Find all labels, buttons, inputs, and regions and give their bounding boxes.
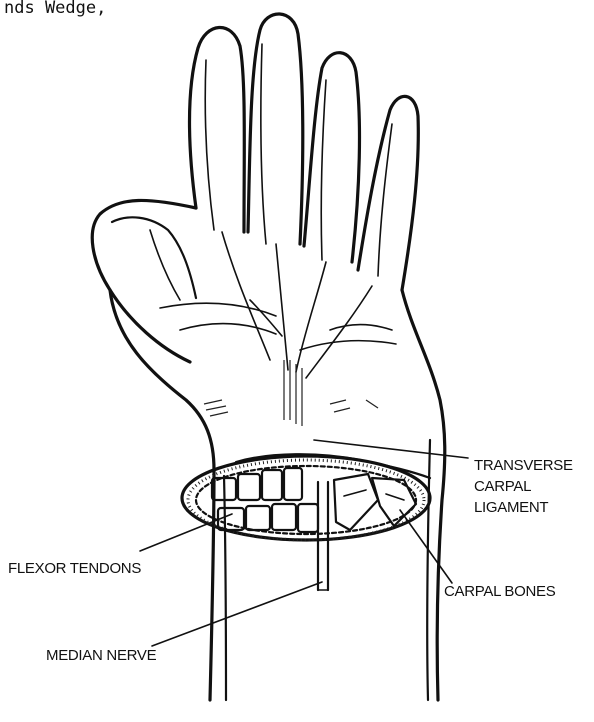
carpal-tunnel-opening	[182, 456, 430, 540]
incision-shading	[204, 360, 378, 426]
leader-flexor	[140, 514, 232, 551]
cropped-header-text: nds Wedge,	[4, 0, 106, 18]
label-transverse-2: CARPAL	[474, 478, 531, 495]
label-flexor-tendons: FLEXOR TENDONS	[8, 560, 141, 577]
hand-outline	[92, 14, 445, 700]
flexor-tendons-drawing	[212, 468, 318, 532]
carpal-bones-drawing	[334, 474, 416, 530]
label-transverse-1: TRANSVERSE	[474, 457, 573, 474]
leader-median	[152, 582, 322, 646]
label-median-nerve: MEDIAN NERVE	[46, 647, 157, 664]
labels: TRANSVERSE CARPAL LIGAMENT FLEXOR TENDON…	[8, 457, 573, 664]
leader-carpal	[400, 510, 452, 583]
label-transverse-3: LIGAMENT	[474, 499, 548, 516]
label-carpal-bones: CARPAL BONES	[444, 583, 556, 600]
leader-lines	[140, 440, 468, 646]
median-nerve-drawing	[318, 482, 328, 590]
